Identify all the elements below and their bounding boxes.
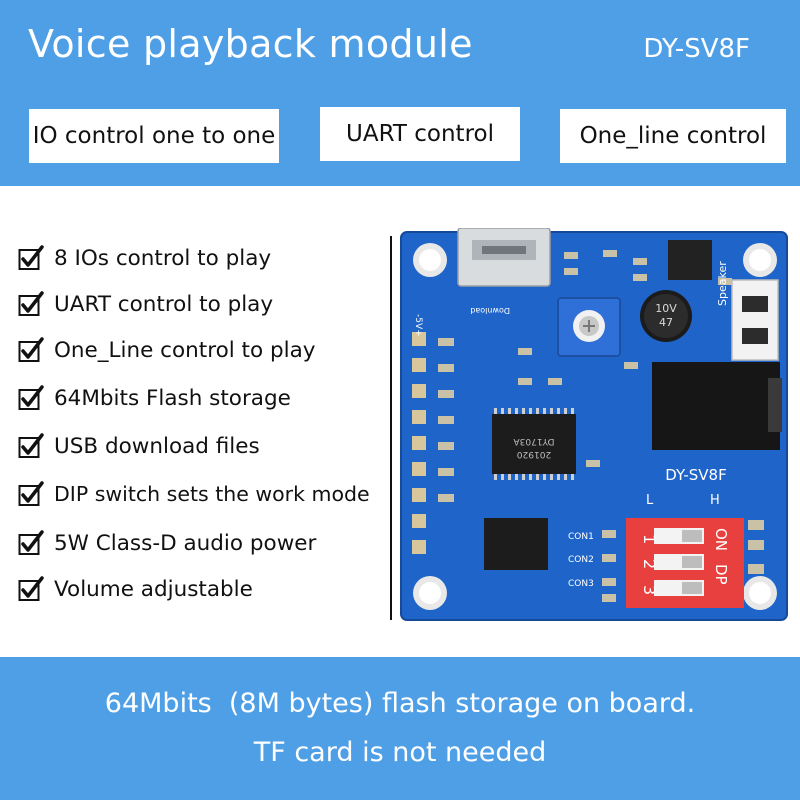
high-label: H — [710, 493, 720, 508]
flash-storage-note: 64Mbits (8M bytes) flash storage on boar… — [104, 688, 696, 719]
feature-item: USB download files — [18, 428, 260, 464]
checkmark-icon — [18, 576, 44, 601]
feature-label: One_Line control to play — [54, 337, 316, 363]
pin-label: -5V+ — [413, 314, 423, 337]
feature-label: 8 IOs control to play — [54, 245, 272, 271]
checkmark-icon — [18, 291, 44, 316]
low-label: L — [646, 493, 654, 508]
mode-io-control: IO control one to one — [29, 109, 279, 163]
pcb-board-icon: 10V 47 Speaker DY1703A 201920 — [400, 227, 788, 621]
checkmark-icon — [18, 337, 44, 362]
download-label: Download — [470, 306, 510, 315]
product-title: Voice playback module — [28, 22, 473, 66]
chip-label: DY1703A — [513, 436, 555, 446]
feature-label: DIP switch sets the work mode — [54, 482, 370, 506]
feature-item: 8 IOs control to play — [18, 240, 271, 276]
capacitor-label: 10V — [655, 302, 677, 315]
feature-item: 64Mbits Flash storage — [18, 380, 291, 416]
capacitor-label: 47 — [659, 316, 673, 329]
model-number: DY-SV8F — [643, 34, 750, 64]
checkmark-icon — [18, 481, 44, 506]
dip-number: 3 — [640, 585, 659, 595]
dip-number: 1 — [640, 534, 659, 544]
feature-label: 5W Class-D audio power — [54, 530, 317, 556]
con1-label: CON1 — [568, 532, 594, 542]
feature-item: Volume adjustable — [18, 571, 253, 607]
checkmark-icon — [18, 385, 44, 410]
vertical-divider — [390, 236, 392, 620]
board-model-label: DY-SV8F — [665, 466, 726, 484]
pcb-board-image: 10V 47 Speaker DY1703A 201920 — [398, 227, 790, 624]
mode-uart-control: UART control — [320, 107, 520, 161]
feature-label: USB download files — [54, 433, 260, 459]
con2-label: CON2 — [568, 555, 594, 565]
tf-card-note: TF card is not needed — [253, 737, 547, 768]
checkmark-icon — [18, 245, 44, 270]
feature-item: DIP switch sets the work mode — [18, 476, 370, 512]
dip-dp-label: DP — [712, 564, 730, 585]
feature-label: 64Mbits Flash storage — [54, 385, 291, 411]
bottom-banner: 64Mbits (8M bytes) flash storage on boar… — [0, 657, 800, 800]
feature-item: UART control to play — [18, 286, 273, 322]
speaker-label: Speaker — [716, 261, 729, 306]
dip-on-label: ON — [712, 528, 730, 551]
checkmark-icon — [18, 433, 44, 458]
top-banner: Voice playback module DY-SV8F IO control… — [0, 0, 800, 186]
mounting-holes — [413, 243, 777, 610]
feature-item: 5W Class-D audio power — [18, 525, 316, 561]
mode-one-line-control: One_line control — [560, 109, 786, 163]
feature-label: Volume adjustable — [54, 576, 253, 602]
checkmark-icon — [18, 530, 44, 555]
chip-label: 201920 — [517, 449, 552, 459]
con3-label: CON3 — [568, 579, 594, 589]
feature-label: UART control to play — [54, 291, 274, 317]
feature-item: One_Line control to play — [18, 332, 315, 368]
dip-number: 2 — [640, 559, 659, 569]
